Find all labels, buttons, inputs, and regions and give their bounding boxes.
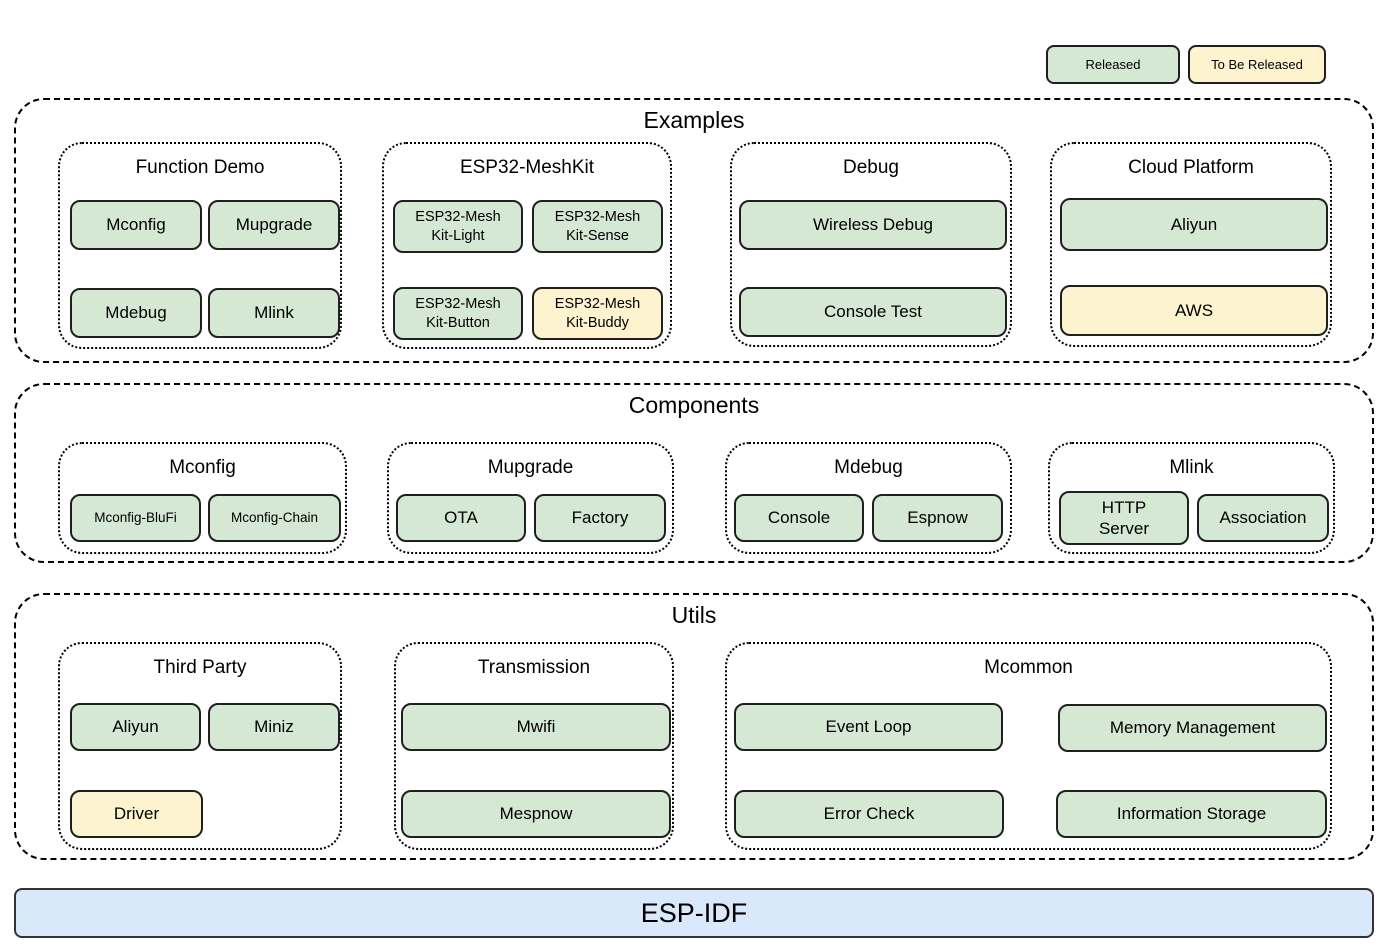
box-espnow: Espnow: [872, 494, 1003, 542]
group-third-party-title: Third Party: [153, 657, 247, 678]
group-mupgrade-component: Mupgrade OTA Factory: [387, 442, 674, 554]
box-mlink-example: Mlink: [208, 288, 340, 338]
box-console: Console: [734, 494, 864, 542]
section-components: Components Mconfig Mconfig-BluFi Mconfig…: [14, 383, 1374, 563]
box-mwifi: Mwifi: [401, 703, 671, 751]
legend-released-label: Released: [1085, 57, 1141, 72]
group-mconfig-title: Mconfig: [169, 457, 236, 478]
group-mupgrade-title: Mupgrade: [487, 457, 574, 478]
box-meshkit-light: ESP32-Mesh Kit-Light: [393, 200, 523, 253]
group-mdebug-component: Mdebug Console Espnow: [725, 442, 1012, 554]
box-ota: OTA: [396, 494, 526, 542]
box-mconfig-example: Mconfig: [70, 200, 202, 250]
esp-idf-label: ESP-IDF: [640, 897, 748, 928]
box-error-check: Error Check: [734, 790, 1004, 838]
group-esp32-meshkit-title: ESP32-MeshKit: [459, 157, 595, 178]
group-function-demo: Function Demo Mconfig Mupgrade Mdebug Ml…: [58, 142, 342, 349]
section-utils-title: Utils: [671, 602, 717, 628]
group-debug: Debug Wireless Debug Console Test: [730, 142, 1012, 347]
section-utils: Utils Third Party Aliyun Miniz Driver Tr…: [14, 593, 1374, 860]
group-esp32-meshkit: ESP32-MeshKit ESP32-Mesh Kit-Light ESP32…: [382, 142, 672, 349]
group-mcommon: Mcommon Event Loop Memory Management Err…: [725, 642, 1332, 850]
box-driver: Driver: [70, 790, 203, 838]
box-mdebug-example: Mdebug: [70, 288, 202, 338]
box-mupgrade-example: Mupgrade: [208, 200, 340, 250]
section-components-title: Components: [628, 392, 760, 418]
box-mconfig-blufi: Mconfig-BluFi: [70, 494, 201, 542]
box-event-loop: Event Loop: [734, 703, 1003, 751]
box-aliyun-cloud: Aliyun: [1060, 198, 1328, 251]
box-information-storage: Information Storage: [1056, 790, 1327, 838]
group-mconfig-component: Mconfig Mconfig-BluFi Mconfig-Chain: [58, 442, 347, 554]
box-aliyun-third-party: Aliyun: [70, 703, 201, 751]
group-cloud-platform: Cloud Platform Aliyun AWS: [1050, 142, 1332, 347]
box-meshkit-sense: ESP32-Mesh Kit-Sense: [532, 200, 663, 253]
group-mlink-title: Mlink: [1169, 457, 1214, 478]
box-wireless-debug: Wireless Debug: [739, 200, 1007, 250]
group-transmission-title: Transmission: [477, 657, 591, 678]
group-third-party: Third Party Aliyun Miniz Driver: [58, 642, 342, 850]
group-mcommon-title: Mcommon: [984, 657, 1073, 678]
box-memory-management: Memory Management: [1058, 704, 1327, 752]
group-mlink-component: Mlink HTTP Server Association: [1048, 442, 1335, 554]
box-console-test: Console Test: [739, 287, 1007, 337]
box-miniz: Miniz: [208, 703, 340, 751]
legend-released: Released: [1046, 45, 1180, 84]
legend-to-be-released-label: To Be Released: [1211, 57, 1303, 72]
group-function-demo-title: Function Demo: [135, 157, 265, 178]
box-aws: AWS: [1060, 285, 1328, 336]
group-transmission: Transmission Mwifi Mespnow: [394, 642, 674, 850]
box-mespnow: Mespnow: [401, 790, 671, 838]
box-mconfig-chain: Mconfig-Chain: [208, 494, 341, 542]
box-association: Association: [1197, 494, 1329, 542]
box-factory: Factory: [534, 494, 666, 542]
section-examples-title: Examples: [643, 107, 745, 133]
esp-idf-bar: ESP-IDF: [14, 888, 1374, 938]
group-debug-title: Debug: [843, 157, 899, 178]
legend-to-be-released: To Be Released: [1188, 45, 1326, 84]
box-http-server: HTTP Server: [1059, 491, 1189, 545]
section-examples: Examples Function Demo Mconfig Mupgrade …: [14, 98, 1374, 363]
group-mdebug-title: Mdebug: [834, 457, 903, 478]
box-meshkit-button: ESP32-Mesh Kit-Button: [393, 287, 523, 340]
group-cloud-platform-title: Cloud Platform: [1128, 157, 1254, 178]
box-meshkit-buddy: ESP32-Mesh Kit-Buddy: [532, 287, 663, 340]
